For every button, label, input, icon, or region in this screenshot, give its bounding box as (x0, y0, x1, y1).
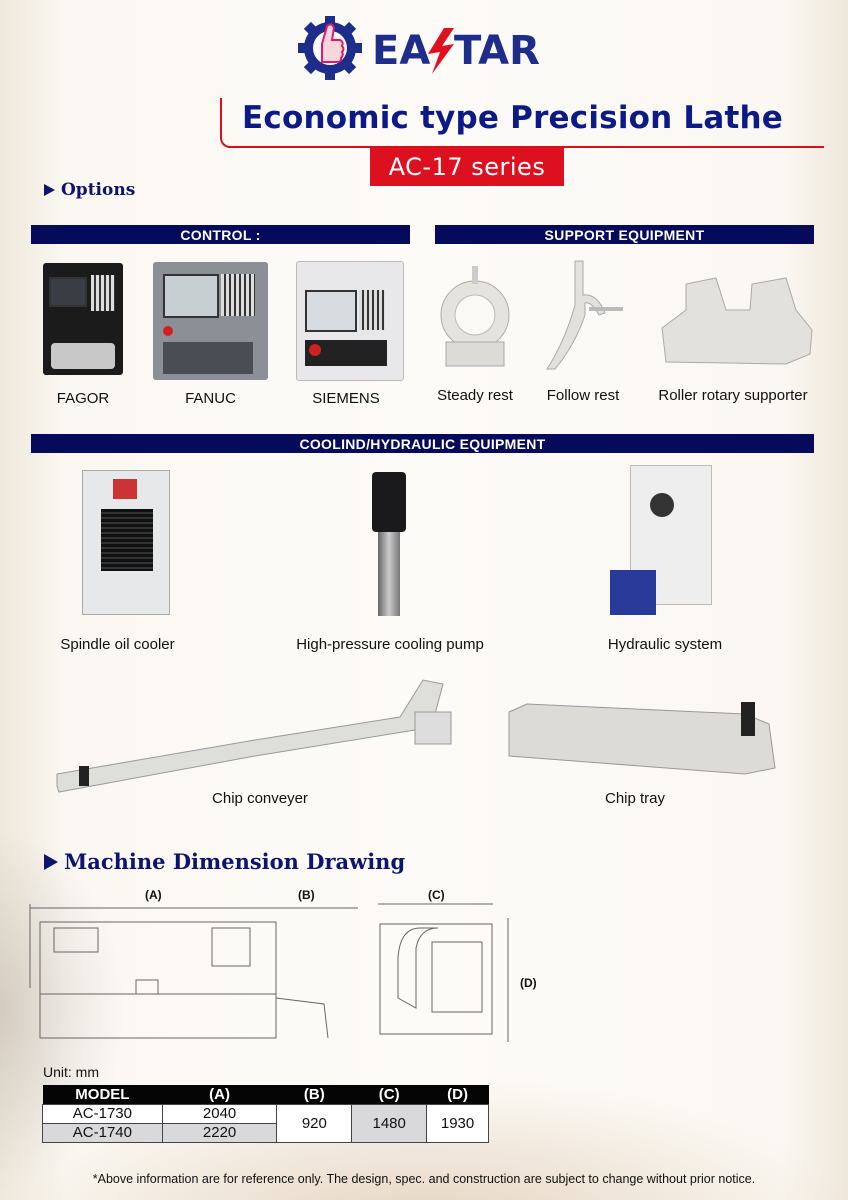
options-heading-text: Options (61, 180, 136, 200)
model-cell: AC-1730 (42, 1103, 163, 1124)
follow-rest-image (545, 255, 625, 373)
page-title: Economic type Precision Lathe (242, 100, 784, 136)
table-header: MODEL (42, 1085, 163, 1104)
fanuc-controller-image (153, 262, 268, 380)
triangle-bullet-icon (44, 853, 58, 870)
cooling-caption: High-pressure cooling pump (296, 636, 484, 653)
hydraulic-system-image (610, 465, 715, 620)
dimension-heading-text: Machine Dimension Drawing (64, 849, 406, 874)
options-heading: Options (44, 180, 135, 200)
control-caption: SIEMENS (312, 390, 380, 407)
support-caption: Roller rotary supporter (658, 387, 808, 404)
table-row: AC-1740 2220 (42, 1122, 489, 1143)
support-equipment-bar: SUPPORT EQUIPMENT (435, 225, 814, 244)
table-header: (A) (162, 1085, 277, 1104)
b-cell: 920 (276, 1103, 353, 1143)
cooling-caption: Chip conveyer (212, 790, 308, 807)
dimension-table: MODEL (A) (B) (C) (D) AC-1730 2040 920 1… (42, 1085, 489, 1143)
dim-label-c: (C) (428, 888, 445, 902)
support-caption: Follow rest (546, 387, 620, 404)
table-header-row: MODEL (A) (B) (C) (D) (42, 1085, 489, 1104)
spindle-oil-cooler-image (82, 470, 170, 615)
cooling-caption: Spindle oil cooler (60, 636, 175, 653)
disclaimer-footnote: *Above information are for reference onl… (92, 1172, 756, 1186)
cooling-caption: Hydraulic system (607, 636, 723, 653)
machine-dimension-drawing: (A) (B) (C) (D) (28, 888, 558, 1058)
unit-label: Unit: mm (43, 1064, 99, 1080)
c-cell: 1480 (351, 1103, 428, 1143)
model-cell: AC-1740 (42, 1122, 163, 1143)
a-cell: 2040 (161, 1103, 278, 1124)
control-caption: FAGOR (56, 390, 110, 407)
logo-text-ea: EA (372, 28, 430, 74)
gear-thumbs-up-icon: EA TAR (298, 16, 540, 80)
dim-label-d: (D) (520, 976, 537, 990)
dim-label-a: (A) (145, 888, 162, 902)
brand-logo: EA TAR (298, 12, 558, 82)
dimension-heading: Machine Dimension Drawing (44, 849, 405, 874)
chip-conveyer-image (55, 670, 465, 795)
control-bar: CONTROL : (31, 225, 410, 244)
a-cell: 2220 (161, 1122, 278, 1143)
series-badge: AC-17 series (370, 148, 564, 186)
high-pressure-cooling-pump-image (370, 472, 410, 618)
control-caption: FANUC (185, 390, 236, 407)
dim-label-b: (B) (298, 888, 315, 902)
roller-rotary-supporter-image (656, 270, 816, 370)
lightning-icon (428, 28, 454, 74)
table-header: (B) (276, 1085, 352, 1104)
title-underline (220, 98, 824, 148)
steady-rest-image (432, 260, 518, 372)
title-block: Economic type Precision Lathe (220, 98, 824, 150)
cooling-hydraulic-bar: COOLIND/HYDRAULIC EQUIPMENT (31, 434, 814, 453)
fagor-controller-image (43, 263, 123, 375)
cooling-caption: Chip tray (604, 790, 666, 807)
logo-text-tar: TAR (454, 28, 540, 74)
d-cell: 1930 (426, 1103, 489, 1143)
table-row: AC-1730 2040 920 1480 1930 (42, 1103, 489, 1143)
siemens-controller-image (296, 261, 404, 381)
chip-tray-image (505, 700, 785, 775)
table-header: (C) (351, 1085, 427, 1104)
triangle-bullet-icon (44, 184, 55, 196)
table-header: (D) (426, 1085, 489, 1104)
support-caption: Steady rest (437, 387, 513, 404)
